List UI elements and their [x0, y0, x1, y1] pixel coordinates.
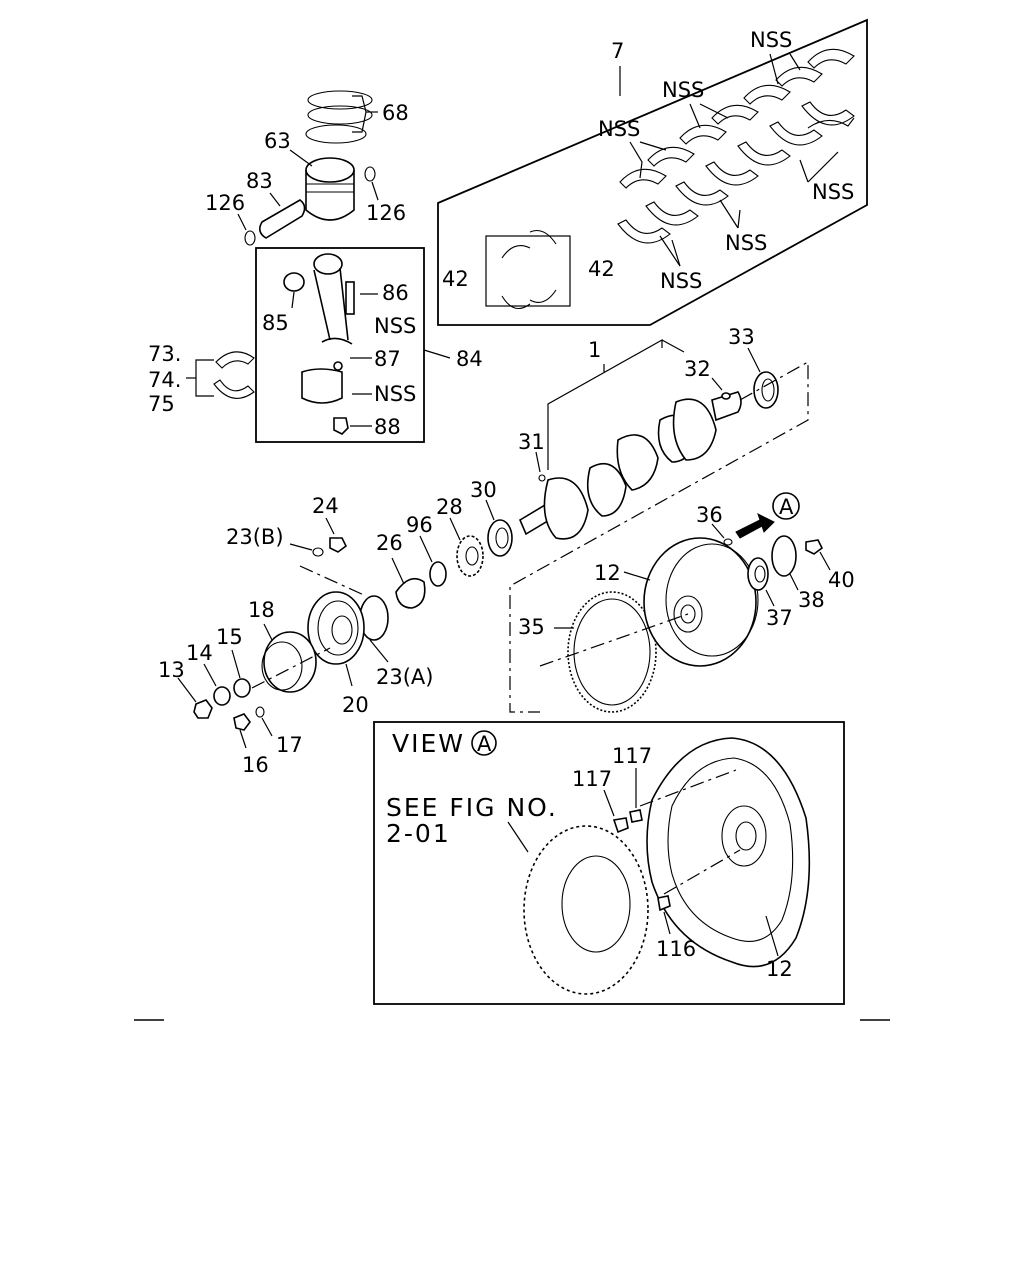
callout-17: 17	[276, 733, 303, 757]
view-a-marker-letter: A	[779, 495, 794, 519]
callout-116: 116	[656, 937, 696, 961]
view-a-marker	[772, 492, 800, 520]
callout-35: 35	[518, 615, 545, 639]
crankshaft: 1 32 33 31	[509, 325, 809, 713]
callout-73: 73.	[148, 342, 181, 366]
nss-label: NSS	[374, 382, 416, 406]
callout-26: 26	[376, 531, 403, 555]
piston-assembly: 68 63 83 126 126 86 85 NSS 87 84 NSS 88 …	[148, 90, 483, 443]
callout-36: 36	[696, 503, 723, 527]
main-bearing-set: 7 42 42 NSS NSS NSS NSS NSS NSS	[437, 18, 868, 326]
callout-63: 63	[264, 129, 291, 153]
callout-75: 75	[148, 392, 175, 416]
connecting-rod-box	[255, 247, 425, 443]
callout-117-upper: 117	[612, 744, 652, 768]
nss-label: NSS	[660, 269, 702, 293]
callout-1: 1	[588, 338, 601, 362]
nss-label: NSS	[662, 78, 704, 102]
callout-74: 74.	[148, 368, 181, 392]
callout-42-left: 42	[442, 267, 469, 291]
callout-23b: 23(B)	[226, 525, 284, 549]
callout-32: 32	[684, 357, 711, 381]
callout-42-right: 42	[588, 257, 615, 281]
callout-117-lower: 117	[572, 767, 612, 791]
thrust-washers	[501, 229, 557, 310]
callout-31: 31	[518, 430, 545, 454]
callout-30: 30	[470, 478, 497, 502]
callout-16: 16	[242, 753, 269, 777]
see-fig-line2: 2-01	[386, 819, 451, 848]
callout-96: 96	[406, 513, 433, 537]
callout-20: 20	[342, 693, 369, 717]
callout-12-inset: 12	[766, 957, 793, 981]
callout-7: 7	[611, 39, 624, 63]
callout-83: 83	[246, 169, 273, 193]
callout-40: 40	[828, 568, 855, 592]
view-a-title-marker	[471, 730, 497, 756]
callout-23a: 23(A)	[376, 665, 433, 689]
view-a-inset: VIEW A SEE FIG NO. 2-01 117 117 116 12	[373, 721, 845, 1005]
callout-37: 37	[766, 606, 793, 630]
see-fig-line1: SEE FIG NO.	[386, 793, 558, 822]
flywheel-group: A 36 12 40 38 37 35	[518, 492, 855, 713]
callout-85: 85	[262, 311, 289, 335]
callout-86: 86	[382, 281, 409, 305]
callout-88: 88	[374, 415, 401, 439]
nss-label: NSS	[725, 231, 767, 255]
callout-28: 28	[436, 495, 463, 519]
view-a-frame	[373, 721, 845, 1005]
callout-12-top: 12	[594, 561, 621, 585]
bearing-set-frame	[437, 18, 868, 326]
callout-126-left: 126	[205, 191, 245, 215]
view-a-title: VIEW	[392, 729, 465, 758]
front-pulley-group: 24 23(B) 26 96 28 30 18 15 14 13 23(A) 2…	[158, 478, 513, 777]
callout-84: 84	[456, 347, 483, 371]
callout-38: 38	[798, 588, 825, 612]
callout-126-right: 126	[366, 201, 406, 225]
nss-label: NSS	[750, 28, 792, 52]
callout-68: 68	[382, 101, 409, 125]
callout-18: 18	[248, 598, 275, 622]
callout-87: 87	[374, 347, 401, 371]
callout-33: 33	[728, 325, 755, 349]
nss-label: NSS	[812, 180, 854, 204]
callout-14: 14	[186, 641, 213, 665]
nss-label: NSS	[374, 314, 416, 338]
callout-15: 15	[216, 625, 243, 649]
view-a-title-marker-letter: A	[477, 732, 492, 756]
callout-13: 13	[158, 658, 185, 682]
nss-label: NSS	[598, 117, 640, 141]
callout-24: 24	[312, 494, 339, 518]
